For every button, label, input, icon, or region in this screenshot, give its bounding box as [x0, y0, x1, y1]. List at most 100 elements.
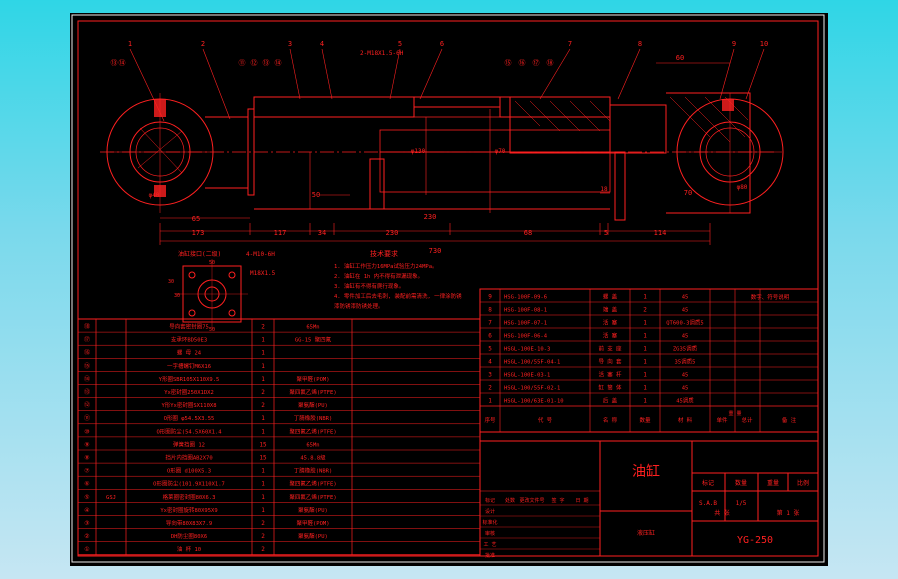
bom-right-material: 45 [682, 386, 689, 392]
dim-segment-1: 173 [192, 229, 205, 237]
bom-right-name: 端 盖 [603, 306, 618, 314]
bom-left-no: ⑪ [84, 414, 90, 422]
bom-left-qty: 2 [261, 389, 265, 396]
left-eye-bottom-plug [154, 185, 166, 197]
bom-left-name: 导向带80X83X7.9 [166, 519, 212, 527]
dim-segment-5: 68 [524, 229, 532, 237]
bom-right-material: 45 [682, 373, 689, 379]
bom-left-no: ⑰ [84, 336, 90, 344]
title-block-sheet: 共 张第 1 张 [714, 509, 799, 517]
detail-title: 油缸接口(二级) [178, 250, 221, 258]
bom-right-code: HSGL-100E-03-1 [504, 373, 550, 379]
bom-left-material: GG-15 聚四氟 [295, 336, 332, 344]
detail-port: M18X1.5 [250, 270, 276, 277]
bom-left-name: O形圈防尘(101.9X110X1.7 [153, 480, 225, 488]
left-eye-lubricator [154, 99, 166, 117]
bom-right-header-7: 总计 [741, 416, 753, 424]
front-support [609, 104, 667, 154]
port-bolt-4 [228, 309, 236, 317]
approval-header-5: 日 期 [575, 498, 588, 504]
bom-right-code: HSGL-100E-10-3 [504, 347, 550, 353]
bom-right-code: HSGL-100/55F-02-1 [504, 386, 560, 392]
bom-right-no: 4 [488, 359, 492, 366]
callout-circled-7: ⑮ [505, 59, 512, 67]
bom-left-qty: 2 [261, 520, 265, 527]
bom-right-no: 8 [488, 307, 492, 314]
bom-right-name: 螺 盖 [603, 293, 618, 301]
bom-left-material: 聚四氟乙烯(PTFE) [289, 480, 336, 488]
bom-left-material: 聚甲醛(POM) [296, 375, 329, 383]
bom-left-qty: 1 [261, 507, 265, 514]
bom-right-header-6: 单件 [716, 416, 728, 424]
port-bolt-1 [188, 271, 196, 279]
bom-right-name: 缸 筒 体 [598, 384, 622, 392]
barrel-top-section-left [253, 96, 415, 118]
guide-hatch [514, 100, 611, 132]
approval-role-4: 工 艺 [483, 542, 496, 548]
bom-left-qty: 1 [261, 468, 265, 475]
dim-right-eye-d: φ80 [737, 184, 748, 191]
bom-right-name: 活 塞 [603, 332, 618, 340]
drawing-number: YG-250 [737, 535, 773, 546]
bom-right-qty: 1 [643, 385, 647, 392]
bom-left-material: 丁腈橡胶(NBR) [294, 414, 333, 422]
bom-right-qty: 1 [643, 346, 647, 353]
callout-circled-6: ⑭ [275, 59, 282, 67]
bom-right-material: 35调质5 [675, 358, 696, 366]
tech-line-1: 1. 油缸工作压力16MPa试验压力24MPa。 [334, 262, 438, 270]
bom-right-name: 导 向 套 [598, 358, 622, 366]
dim-segment-3: 34 [318, 229, 326, 237]
port-bolt-2 [228, 271, 236, 279]
bom-left-no: ④ [84, 507, 89, 514]
bom-right-header-5: 材 料 [678, 416, 693, 424]
bom-left-material: 聚四氟乙烯(PTFE) [289, 388, 336, 396]
callout-leaders [129, 48, 765, 122]
dim-right-top: 60 [676, 54, 684, 62]
bom-left-qty: 1 [261, 415, 265, 422]
rear-cap-flange [247, 108, 255, 196]
bom-right-header-2: 代 号 [538, 416, 553, 424]
front-head [666, 92, 751, 214]
bom-left-no: ⑩ [84, 428, 89, 435]
bom-right-qty: 1 [643, 294, 647, 301]
dim-rod: φ70 [495, 148, 506, 155]
bom-left-name: DH防尘圈80X6 [171, 532, 207, 540]
bom-right-qty: 1 [643, 372, 647, 379]
bom-left-qty: 2 [261, 533, 265, 540]
callout-top-5: 5 [398, 40, 402, 48]
approval-header-2: 处数 [505, 497, 515, 504]
bom-right-no: 5 [488, 346, 492, 353]
tb-header-4: 比例 [797, 479, 809, 487]
bom-right-no: 9 [488, 294, 492, 301]
callout-circled-10: ⑱ [547, 59, 554, 67]
right-eye-plug [722, 99, 734, 111]
bom-right-material: QT600-3调质5 [666, 319, 704, 327]
callout-circled-1: ⑬ [111, 59, 118, 67]
bom-left-qty: 1 [261, 350, 265, 357]
approval-rows: 标记处数更改文件号签 字日 期设计标准化审核工 艺批准 [480, 490, 600, 559]
bom-left-material: 45.8.8级 [300, 454, 326, 462]
bom-right-code: HSG-100F-08-1 [504, 308, 547, 314]
piston-rod-lower [379, 151, 611, 193]
bom-right-frame [479, 288, 819, 433]
bom-right-no: 3 [488, 372, 492, 379]
bom-right-material: 45 [682, 334, 689, 340]
bom-left-no: ⑤ [84, 494, 89, 501]
tb-sheet-current: 第 1 张 [777, 509, 800, 517]
bom-right-code: HSG-100F-06-4 [504, 334, 548, 340]
bom-left-qty: 1 [261, 481, 265, 488]
callout-circled-2: ⑭ [119, 59, 126, 67]
bom-left-no: ⑭ [84, 375, 90, 383]
bom-left-material: 65Mn [306, 325, 319, 331]
dim-top-thread: 2-M18X1.5-6H [360, 50, 404, 57]
left-eye-hatch [137, 127, 183, 174]
guide-sleeve [509, 96, 611, 154]
dim-segment-7: 114 [654, 229, 667, 237]
dim-left-eye: φ40 [149, 192, 160, 199]
bom-right-header-3: 名 称 [603, 416, 618, 424]
callout-circled-4: ⑫ [251, 59, 258, 67]
bom-right-subheader: 重 量 [728, 410, 741, 417]
